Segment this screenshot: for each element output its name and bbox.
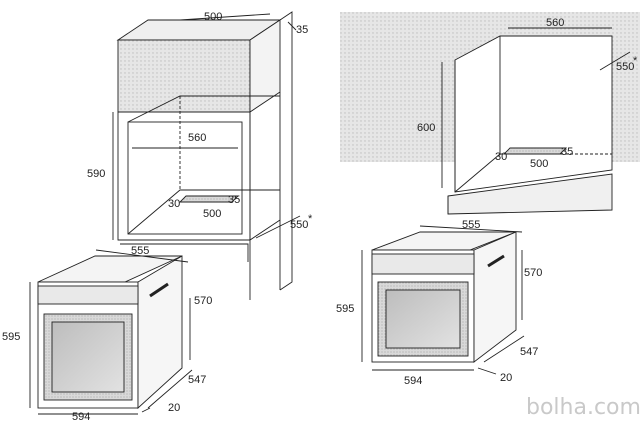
left-cabinet bbox=[112, 11, 301, 300]
label-right-oven-top-width: 555 bbox=[462, 219, 480, 231]
label-oven-front-thickness: 20 bbox=[168, 402, 180, 414]
label-right-top-width: 560 bbox=[546, 17, 564, 29]
label-oven-body-height: 570 bbox=[194, 295, 212, 307]
watermark: bolha.com bbox=[526, 395, 640, 420]
label-depth-mark: * bbox=[308, 213, 313, 225]
label-vent-gap: 35 bbox=[228, 194, 240, 206]
label-right-vent-width: 500 bbox=[530, 158, 548, 170]
label-oven-front-height: 595 bbox=[2, 331, 20, 343]
label-oven-front-width: 594 bbox=[72, 411, 90, 422]
left-oven bbox=[29, 249, 193, 415]
label-top-gap: 35 bbox=[296, 24, 308, 36]
right-oven bbox=[361, 225, 525, 375]
label-right-oven-front-thickness: 20 bbox=[500, 372, 512, 384]
label-niche-height: 590 bbox=[87, 168, 105, 180]
label-right-oven-front-width: 594 bbox=[404, 375, 422, 387]
label-oven-depth: 547 bbox=[188, 374, 206, 386]
label-right-oven-front-height: 595 bbox=[336, 303, 354, 315]
label-right-niche-height: 600 bbox=[417, 122, 435, 134]
label-right-depth: 550 bbox=[616, 61, 634, 73]
label-top-width: 500 bbox=[204, 11, 222, 23]
label-right-depth-mark: * bbox=[633, 55, 638, 67]
label-right-vent-gap: 35 bbox=[561, 146, 573, 158]
label-niche-width: 560 bbox=[188, 132, 206, 144]
label-right-oven-depth: 547 bbox=[520, 346, 538, 358]
label-vent-depth: 30 bbox=[168, 198, 180, 210]
label-cabinet-depth: 550 bbox=[290, 219, 308, 231]
label-oven-top-width: 555 bbox=[131, 245, 149, 257]
label-vent-width: 500 bbox=[203, 208, 221, 220]
label-right-oven-body-height: 570 bbox=[524, 267, 542, 279]
right-cabinet bbox=[340, 12, 640, 215]
label-right-vent-depth: 30 bbox=[495, 151, 507, 163]
